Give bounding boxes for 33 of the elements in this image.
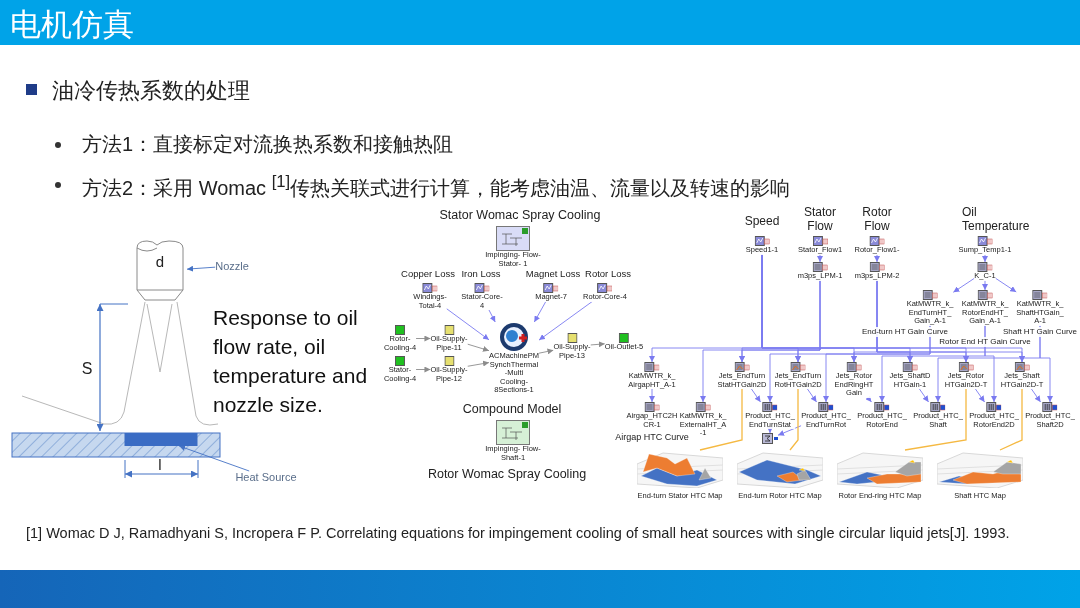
- connector-arrow: [865, 395, 872, 403]
- section-heading: Rotor Flow: [862, 206, 892, 234]
- dimension-label: l: [158, 455, 162, 475]
- heat-source-bar: [124, 433, 198, 446]
- callout-label: Heat Source: [235, 471, 297, 483]
- bullet-text: 方法2：采用 Womac $^{[1]}$传热关联式进行计算，能考虑油温、流量以及转速的影响: [82, 171, 791, 201]
- connector-line: [904, 388, 967, 451]
- footnote-text: [1] Womac D J, Ramadhyani S, Incropera F P. Correlating equations for impingement cooling of small heat sources with single circular liquid jets[J]. 1993.: [26, 524, 1011, 543]
- section-heading: Stator Flow: [804, 206, 836, 234]
- connector-arrow: [874, 254, 880, 263]
- callout-label: Nozzle: [215, 260, 249, 272]
- section-heading: Airgap HTC Curve: [615, 432, 689, 444]
- section-heading: Speed: [744, 215, 780, 229]
- section-heading: End-turn HT Gain Curve: [861, 327, 949, 338]
- connector-line: [789, 388, 799, 451]
- section-heading: Oil Temperature: [962, 206, 1031, 234]
- section-heading: Shaft HT Gain Curve: [1002, 327, 1078, 338]
- connector-line: [999, 388, 1023, 451]
- section-heading: Rotor Womac Spray Cooling: [427, 466, 587, 483]
- connector-line: [699, 388, 743, 451]
- section-heading: Stator Womac Spray Cooling: [439, 207, 601, 224]
- section-heading: Rotor End HT Gain Curve: [939, 337, 1031, 348]
- section-heading: Copper Loss: [401, 268, 455, 281]
- connector-arrow: [982, 254, 988, 263]
- connector-arrow: [817, 254, 823, 263]
- section-heading: Magnet Loss: [525, 268, 581, 281]
- slide-title: 电机仿真: [10, 6, 134, 44]
- dimension-label: d: [155, 252, 165, 272]
- dimension-label: S: [81, 359, 93, 379]
- connector-arrow: [767, 427, 773, 434]
- bullet-text: 方法1：直接标定对流换热系数和接触热阻: [82, 132, 454, 157]
- bullet-text: 油冷传热系数的处理: [52, 77, 250, 105]
- section-heading: Compound Model: [462, 401, 562, 418]
